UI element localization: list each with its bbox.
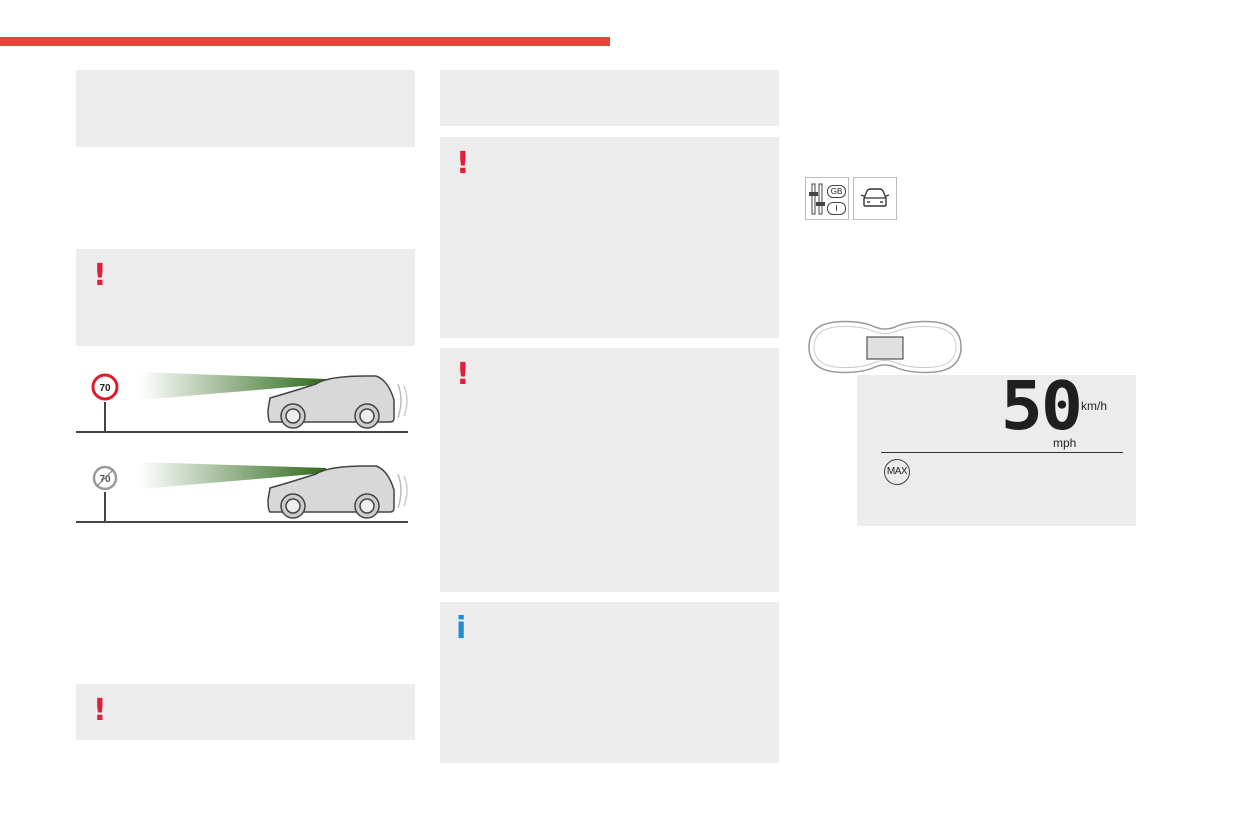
warning-panel-4: !	[440, 348, 779, 592]
header-accent-bar	[0, 37, 610, 46]
info-icon: i	[456, 611, 467, 646]
svg-text:70: 70	[99, 383, 111, 394]
info-panel-top	[76, 70, 415, 147]
info-panel: i	[440, 602, 779, 763]
car-icon	[267, 375, 408, 429]
warning-icon: !	[456, 146, 470, 181]
speed-sign-detection-illustration: 70 70	[76, 372, 408, 523]
badge-i: I	[827, 202, 846, 215]
warning-icon: !	[456, 357, 470, 392]
warning-icon: !	[93, 258, 107, 293]
speed-limit-sign: 70	[91, 373, 119, 401]
warning-icon: !	[93, 693, 107, 728]
max-badge: MAX	[884, 459, 910, 485]
speed-display-panel: 50 km/h mph MAX	[857, 367, 1136, 526]
speed-value: 50	[1000, 367, 1083, 445]
info-panel-top-right	[440, 70, 779, 126]
unit-kmh: km/h	[1081, 399, 1108, 413]
unit-mph: mph	[1053, 436, 1077, 450]
car-icon	[267, 465, 408, 519]
warning-panel-3: !	[440, 137, 779, 338]
badge-gb: GB	[827, 185, 846, 198]
display-divider	[881, 452, 1123, 453]
warning-panel-2: !	[76, 684, 415, 740]
warning-panel-1: !	[76, 249, 415, 346]
instrument-cluster-outline	[808, 320, 962, 374]
driving-settings-icon: GB I	[805, 177, 849, 220]
vehicle-front-icon	[853, 177, 897, 220]
end-of-limit-sign: 70	[92, 465, 118, 491]
svg-text:70: 70	[99, 474, 111, 485]
